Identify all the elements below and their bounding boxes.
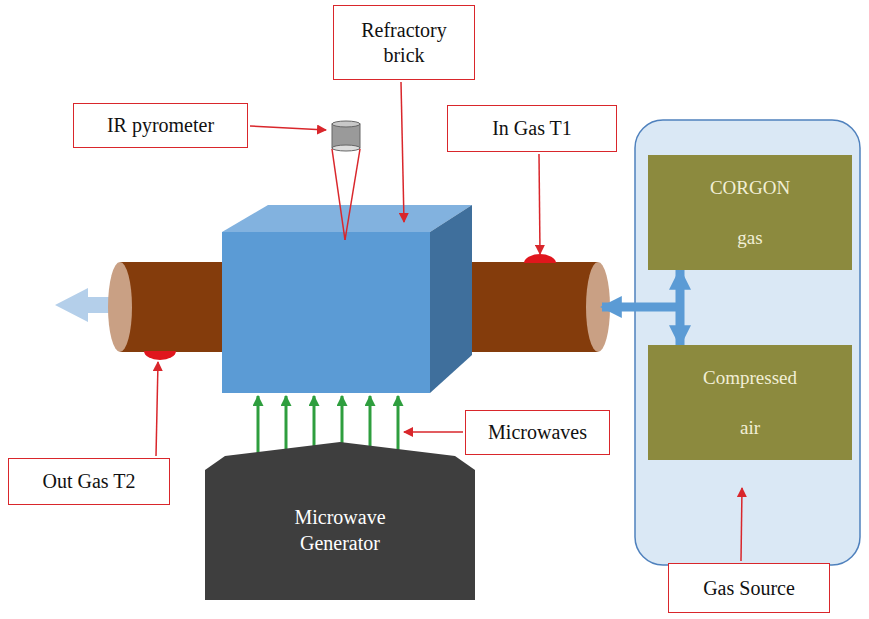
generator-block: Microwave Generator xyxy=(205,440,475,600)
thermocouple-t2 xyxy=(144,351,176,360)
gas-flow-arrow xyxy=(676,270,685,345)
node-text: Gas Source xyxy=(703,576,795,601)
outlet-pipe xyxy=(120,262,230,352)
brick-front xyxy=(222,232,430,393)
outlet-arrow xyxy=(55,288,115,322)
feed-arrow xyxy=(602,303,684,312)
pyrometer-top xyxy=(332,121,360,127)
node-text: CORGON gas xyxy=(703,163,798,262)
node-text: Microwave Generator xyxy=(280,504,400,556)
generator-outline xyxy=(205,442,475,600)
pipe-end xyxy=(108,262,132,352)
callout-box: Gas Source xyxy=(668,563,830,613)
callout-box: Out Gas T2 xyxy=(8,458,170,505)
gas-box: Compressed air xyxy=(648,345,852,460)
gas-box: CORGON gas xyxy=(648,155,852,270)
node-text: IR pyrometer xyxy=(107,113,214,138)
pyrometer-beam xyxy=(332,149,345,240)
brick-side xyxy=(430,205,472,393)
callout-box: Microwaves xyxy=(465,410,610,455)
pyrometer-body xyxy=(332,124,360,148)
callout-box: In Gas T1 xyxy=(447,105,617,152)
node-text: Microwaves xyxy=(488,420,587,445)
gas-source-panel xyxy=(635,120,860,565)
callout-box: IR pyrometer xyxy=(73,103,248,148)
node-text: Out Gas T2 xyxy=(43,469,136,494)
thermocouple-t1 xyxy=(524,254,556,263)
pyrometer-beam xyxy=(345,149,360,240)
callout-box: Refractory brick xyxy=(333,5,475,80)
node-text: Compressed air xyxy=(695,353,805,452)
node-text: In Gas T1 xyxy=(492,116,572,141)
node-text: Refractory brick xyxy=(348,18,460,68)
pyrometer-lens xyxy=(332,145,360,151)
